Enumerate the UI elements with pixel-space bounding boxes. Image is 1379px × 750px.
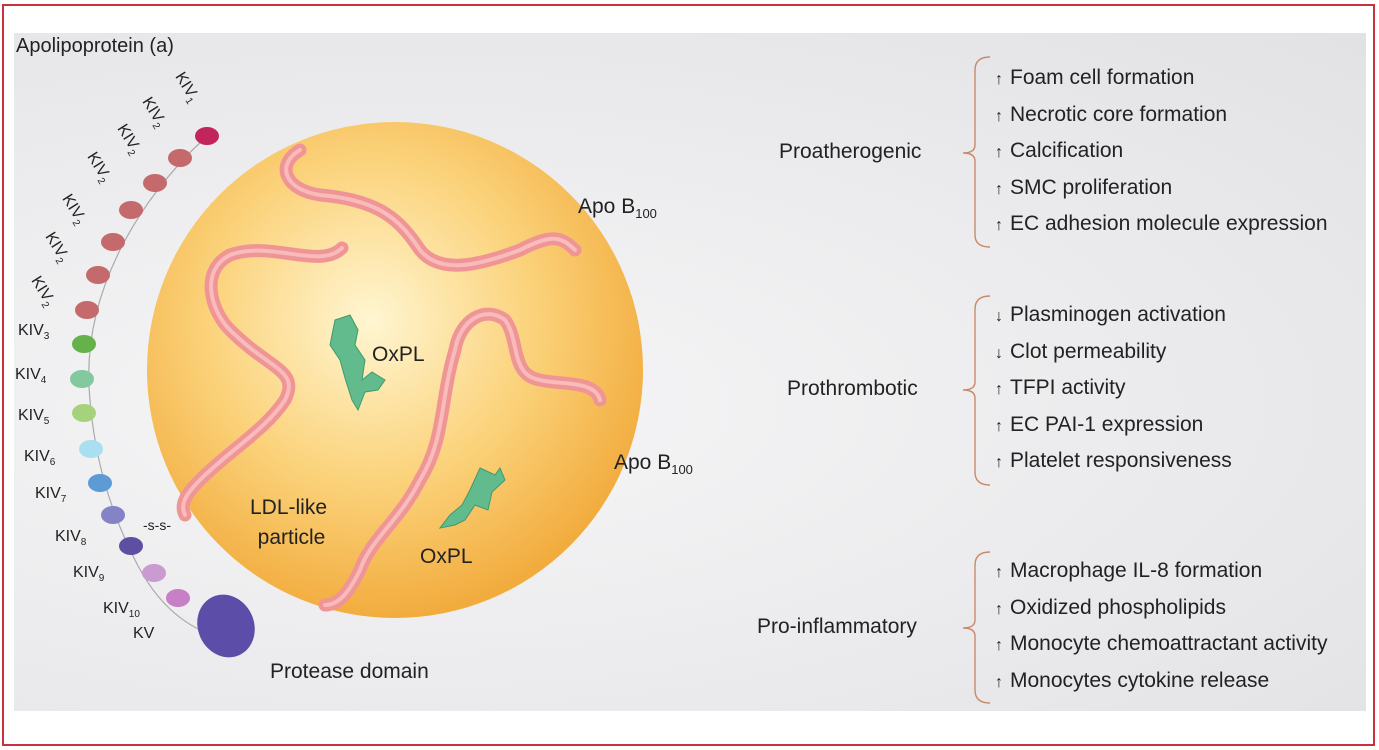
protease-domain-label: Protease domain bbox=[270, 660, 429, 683]
up-arrow-icon: ↑ bbox=[995, 600, 1003, 618]
kringle-bead bbox=[168, 149, 192, 167]
kringle-bead bbox=[72, 404, 96, 422]
up-arrow-icon: ↑ bbox=[995, 637, 1003, 655]
protease-domain-ellipse bbox=[197, 594, 255, 658]
kringle-label: KIV9 bbox=[73, 564, 105, 584]
group-name-prothrombotic: Prothrombotic bbox=[787, 377, 918, 400]
figure-title: Apolipoprotein (a) bbox=[16, 35, 174, 57]
effect-item: ↑Foam cell formation bbox=[995, 60, 1328, 97]
effect-item: ↑Macrophage IL-8 formation bbox=[995, 553, 1327, 590]
bracket-proinflammatory bbox=[962, 551, 991, 704]
kringle-label: KIV3 bbox=[18, 322, 50, 342]
kringle-bead bbox=[166, 589, 190, 607]
down-arrow-icon: ↓ bbox=[995, 308, 1003, 325]
kringle-label: KIV7 bbox=[35, 485, 67, 505]
kringle-bead bbox=[195, 127, 219, 145]
effect-item: ↓Plasminogen activation bbox=[995, 297, 1232, 334]
kringle-bead bbox=[119, 537, 143, 555]
effect-item: ↑EC adhesion molecule expression bbox=[995, 206, 1328, 243]
effect-item: ↓Clot permeability bbox=[995, 334, 1232, 371]
effect-item: ↑TFPI activity bbox=[995, 370, 1232, 407]
up-arrow-icon: ↑ bbox=[995, 417, 1003, 435]
kringle-bead bbox=[101, 233, 125, 251]
kringle-bead bbox=[88, 474, 112, 492]
kringle-label: KIV6 bbox=[24, 448, 56, 468]
group-name-proatherogenic: Proatherogenic bbox=[779, 140, 922, 163]
kringle-label: KIV10 bbox=[103, 600, 140, 620]
bracket-prothrombotic bbox=[962, 295, 991, 486]
kringle-bead bbox=[101, 506, 125, 524]
effect-item: ↑Necrotic core formation bbox=[995, 97, 1328, 134]
oxpl-label-1: OxPL bbox=[372, 343, 425, 366]
up-arrow-icon: ↑ bbox=[995, 180, 1003, 198]
figure-frame bbox=[2, 4, 1375, 746]
effects-proinflammatory: ↑Macrophage IL-8 formation ↑Oxidized pho… bbox=[995, 553, 1327, 699]
oxpl-label-2: OxPL bbox=[420, 545, 473, 568]
effect-item: ↑Platelet responsiveness bbox=[995, 443, 1232, 480]
effect-item: ↑Calcification bbox=[995, 133, 1328, 170]
kringle-label: KIV5 bbox=[18, 407, 50, 427]
kringle-bead bbox=[142, 564, 166, 582]
up-arrow-icon: ↑ bbox=[995, 673, 1003, 691]
kringle-bead bbox=[70, 370, 94, 388]
apob-label-bottom: Apo B100 bbox=[614, 451, 693, 477]
down-arrow-icon: ↓ bbox=[995, 344, 1003, 362]
disulfide-bond-label: -s-s- bbox=[143, 517, 171, 533]
up-arrow-icon: ↑ bbox=[995, 454, 1003, 472]
kringle-bead bbox=[79, 440, 103, 458]
oxpl-molecule bbox=[329, 314, 386, 412]
kringle-label: KIV4 bbox=[15, 366, 47, 386]
effect-item: ↑SMC proliferation bbox=[995, 170, 1328, 207]
up-arrow-icon: ↑ bbox=[995, 564, 1003, 581]
group-name-proinflammatory: Pro-inflammatory bbox=[757, 615, 917, 638]
kringle-bead bbox=[75, 301, 99, 319]
kringle-bead bbox=[86, 266, 110, 284]
kringle-label: KIV8 bbox=[55, 528, 87, 548]
effect-item: ↑Monocytes cytokine release bbox=[995, 663, 1327, 700]
kringle-bead bbox=[72, 335, 96, 353]
effects-prothrombotic: ↓Plasminogen activation ↓Clot permeabili… bbox=[995, 297, 1232, 480]
apob-label-top: Apo B100 bbox=[578, 195, 657, 221]
effect-item: ↑Monocyte chemoattractant activity bbox=[995, 626, 1327, 663]
effect-item: ↑EC PAI-1 expression bbox=[995, 407, 1232, 444]
up-arrow-icon: ↑ bbox=[995, 144, 1003, 162]
up-arrow-icon: ↑ bbox=[995, 217, 1003, 235]
ldl-particle-label: LDL-like particle bbox=[250, 496, 328, 549]
oxpl-molecule bbox=[438, 466, 506, 529]
kringle-bead bbox=[119, 201, 143, 219]
kringle-label: KV bbox=[133, 625, 155, 642]
up-arrow-icon: ↑ bbox=[995, 107, 1003, 125]
up-arrow-icon: ↑ bbox=[995, 71, 1003, 88]
up-arrow-icon: ↑ bbox=[995, 381, 1003, 399]
effect-item: ↑Oxidized phospholipids bbox=[995, 590, 1327, 627]
apob-strand-highlight bbox=[181, 148, 602, 607]
ldl-particle bbox=[147, 122, 643, 618]
effects-proatherogenic: ↑Foam cell formation ↑Necrotic core form… bbox=[995, 60, 1328, 243]
kringle-bead bbox=[143, 174, 167, 192]
bracket-proatherogenic bbox=[962, 56, 991, 248]
